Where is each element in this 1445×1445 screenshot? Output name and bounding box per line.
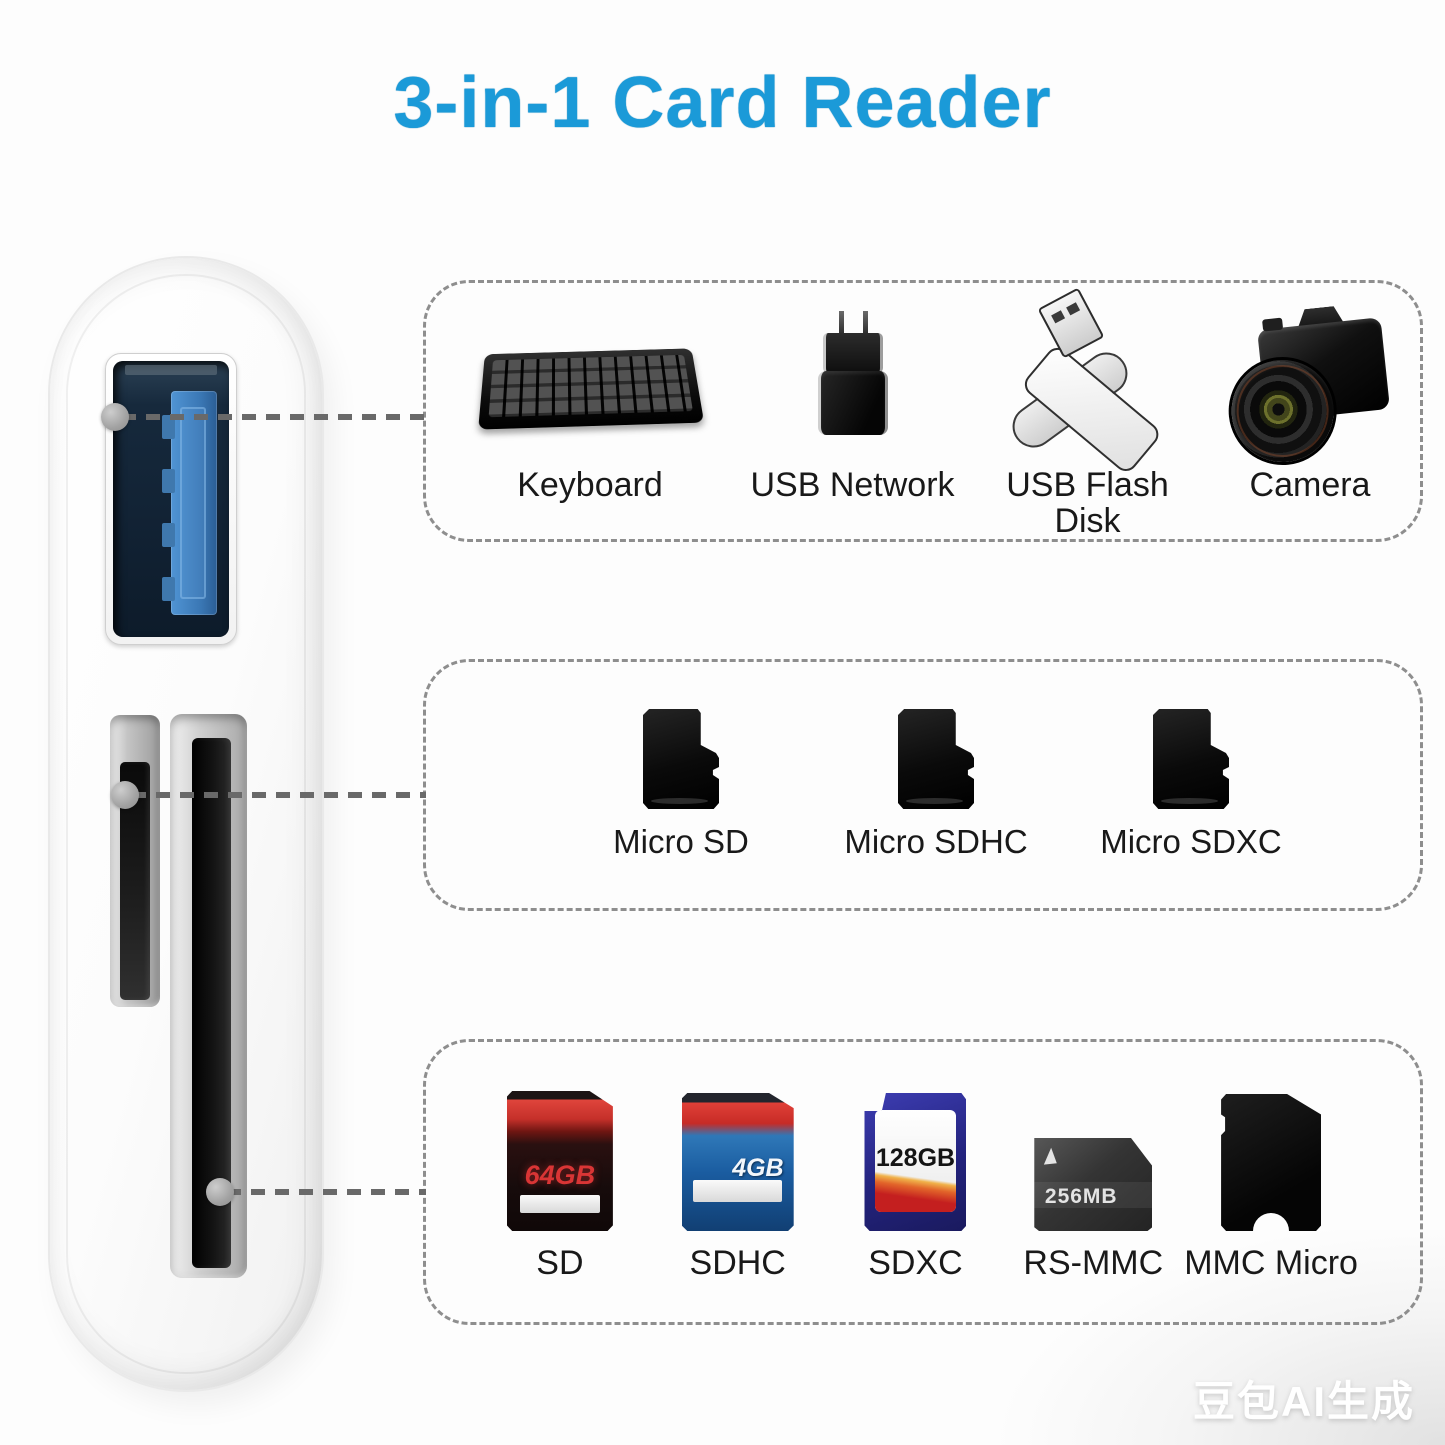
item-camera: Camera xyxy=(1210,309,1410,503)
rs-mmc-icon-area: 256MB xyxy=(1034,1091,1153,1231)
card-label-strip xyxy=(692,1179,783,1203)
item-micro-sdhc: Micro SDHC xyxy=(817,709,1055,860)
page-title: 3-in-1 Card Reader xyxy=(393,63,1052,143)
sd-card-image: 64GB xyxy=(506,1091,613,1231)
micro-sdxc-icon-area xyxy=(1153,709,1229,809)
item-label: Camera xyxy=(1249,466,1371,504)
card-capacity: 4GB xyxy=(732,1153,784,1182)
card-label-sticker xyxy=(874,1109,957,1212)
item-label: MMC Micro xyxy=(1184,1244,1358,1282)
keyboard-icon-area xyxy=(478,309,705,459)
item-micro-sd: Micro SD xyxy=(562,709,800,860)
item-label: RS-MMC xyxy=(1023,1244,1164,1282)
adapter-body xyxy=(817,371,888,435)
insert-arrow-marker xyxy=(1042,1147,1058,1165)
watermark-background xyxy=(945,1230,1445,1445)
camera-icon-area xyxy=(1226,309,1391,468)
leader-line-micro-sd-cards xyxy=(132,792,426,798)
usb-flash-disk-icon-area xyxy=(998,287,1178,476)
keyboard-image xyxy=(478,343,705,431)
mmc-micro-icon-area xyxy=(1221,1091,1322,1231)
keyboard-keys xyxy=(488,354,693,418)
item-label: Micro SD xyxy=(613,823,749,860)
usb-contact-notch xyxy=(162,469,175,493)
group-sd-cards: 64GB SD 4GB SDHC 128GB SDXC xyxy=(423,1039,1423,1325)
item-rs-mmc: 256MB RS-MMC xyxy=(1004,1091,1182,1281)
leader-line-sd-cards xyxy=(227,1189,426,1195)
usb-network-adapter-image xyxy=(801,311,905,435)
item-usb-flash-disk: USB Flash Disk xyxy=(965,287,1210,541)
connector-dot-usb-port xyxy=(101,403,129,431)
usb-contact-notch xyxy=(162,577,175,601)
micro-sdhc-icon-area xyxy=(898,709,974,809)
micro-sd-card-image xyxy=(1153,709,1229,809)
card-reader-device xyxy=(50,258,322,1390)
usb-plug-hole xyxy=(1050,310,1065,324)
item-label: USB Flash Disk xyxy=(1006,466,1169,541)
rs-mmc-card-image: 256MB xyxy=(1034,1138,1153,1231)
adapter-pin xyxy=(838,311,844,335)
item-label: SDXC xyxy=(868,1244,963,1282)
leader-line-usb-devices xyxy=(122,414,426,420)
item-keyboard: Keyboard xyxy=(440,309,740,503)
item-label: SDHC xyxy=(689,1244,786,1282)
group-micro-sd-cards: Micro SD Micro SDHC Micro SDXC xyxy=(423,659,1423,911)
usb-plug-hole xyxy=(1065,302,1080,316)
sd-icon-area: 64GB xyxy=(506,1091,613,1231)
sdxc-card-image: 128GB xyxy=(864,1093,967,1231)
usb-contact-notch xyxy=(162,415,175,439)
ai-generated-watermark: 豆包AI生成 xyxy=(1192,1378,1415,1425)
adapter-plug xyxy=(822,333,883,373)
usb-flash-disk-image xyxy=(998,287,1178,476)
item-usb-network: USB Network xyxy=(740,309,965,503)
card-text-band xyxy=(1034,1181,1153,1208)
card-label-strip xyxy=(519,1194,601,1213)
micro-sd-icon-area xyxy=(643,709,719,809)
sdhc-card-image: 4GB xyxy=(681,1093,794,1231)
adapter-pin xyxy=(862,311,868,335)
item-label: Micro SDXC xyxy=(1100,823,1282,860)
item-sd: 64GB SD xyxy=(471,1091,649,1281)
card-bottom-notch xyxy=(1253,1213,1290,1231)
flash-disk-usb-plug xyxy=(1037,287,1104,359)
mmc-micro-card-image xyxy=(1221,1094,1322,1231)
item-mmc-micro: MMC Micro xyxy=(1182,1091,1360,1281)
connector-dot-micro-sd-slot xyxy=(111,781,139,809)
micro-sd-slot xyxy=(110,715,160,1007)
usb-port-cavity xyxy=(113,361,229,637)
group-usb-devices: Keyboard USB Network xyxy=(423,280,1423,542)
item-sdhc: 4GB SDHC xyxy=(649,1091,827,1281)
item-micro-sdxc: Micro SDXC xyxy=(1072,709,1310,860)
usb-contact-notch xyxy=(162,523,175,547)
usb-network-icon-area xyxy=(801,309,905,459)
sdxc-icon-area: 128GB xyxy=(864,1091,967,1231)
connector-dot-sd-slot xyxy=(206,1178,234,1206)
card-capacity: 64GB xyxy=(524,1159,596,1190)
card-capacity: 128GB xyxy=(875,1144,956,1173)
keyboard-body xyxy=(478,348,705,430)
item-label: USB Network xyxy=(750,466,955,504)
camera-image xyxy=(1222,301,1399,468)
usb-tongue-face xyxy=(180,407,206,599)
usb-port-tongue xyxy=(162,391,217,615)
item-label: SD xyxy=(536,1244,584,1282)
item-label: Keyboard xyxy=(517,466,663,504)
usb-a-port xyxy=(105,353,237,645)
card-capacity: 256MB xyxy=(1044,1185,1118,1209)
micro-sd-card-image xyxy=(643,709,719,809)
sdhc-icon-area: 4GB xyxy=(681,1091,794,1231)
item-sdxc: 128GB SDXC xyxy=(827,1091,1005,1281)
camera-dial xyxy=(1262,317,1284,332)
micro-sd-card-image xyxy=(898,709,974,809)
item-label: Micro SDHC xyxy=(844,823,1028,860)
